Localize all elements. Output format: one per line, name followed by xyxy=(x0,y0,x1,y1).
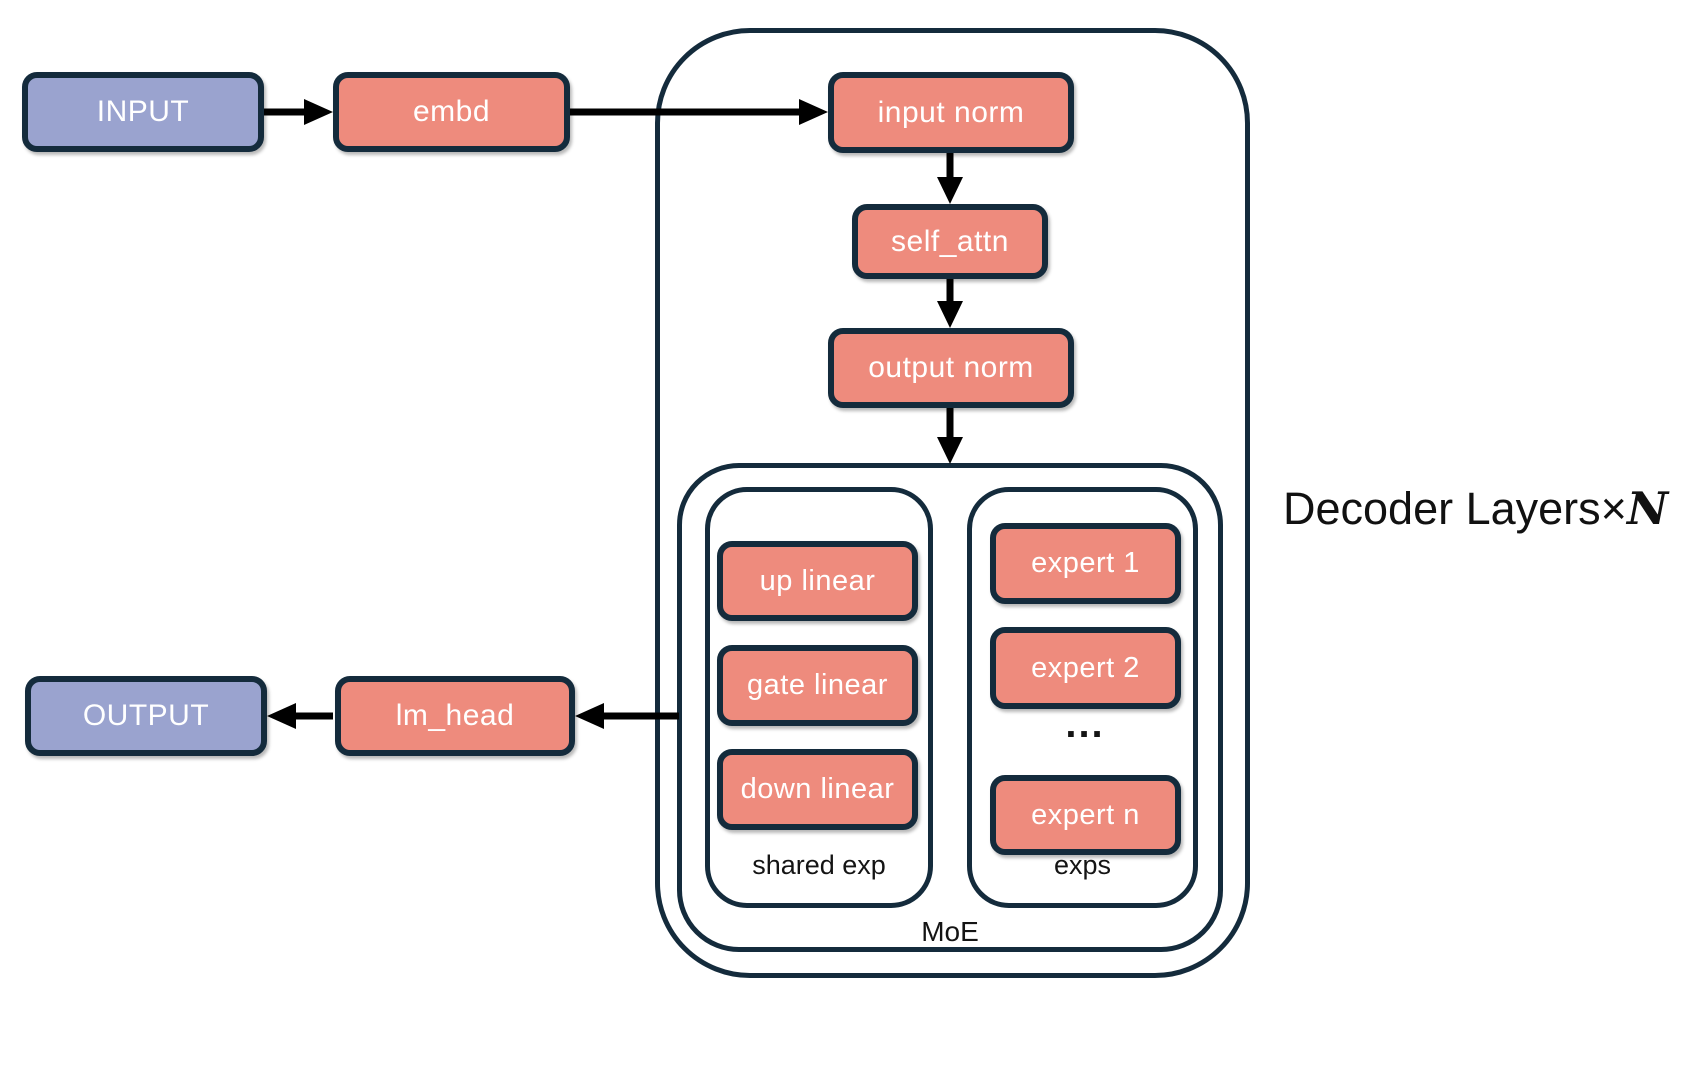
shared-expert-container xyxy=(705,487,933,908)
node-expert-2: expert 2 xyxy=(990,627,1181,709)
arrow-lm-head-to-output xyxy=(267,703,333,729)
node-self-attn: self_attn xyxy=(852,204,1048,279)
decoder-layers-n: N xyxy=(1626,482,1669,535)
experts-container xyxy=(967,487,1198,908)
arrow-input-norm-to-self-attn xyxy=(937,152,963,204)
arrow-embd-to-input-norm xyxy=(570,99,828,125)
experts-ellipsis: ... xyxy=(1065,702,1105,746)
node-gate-linear: gate linear xyxy=(717,645,918,726)
node-embd: embd xyxy=(333,72,570,152)
arrow-self-attn-to-output-norm xyxy=(937,278,963,328)
experts-label: exps xyxy=(1053,850,1112,880)
decoder-layers-label: Decoder Layers×N xyxy=(1283,482,1668,535)
node-input-norm: input norm xyxy=(828,72,1074,153)
decoder-layers-label-text: Decoder Layers× xyxy=(1283,483,1627,534)
node-input: INPUT xyxy=(22,72,264,152)
arrow-input-to-embd xyxy=(264,99,333,125)
node-down-linear: down linear xyxy=(717,749,918,830)
node-output: OUTPUT xyxy=(25,676,267,756)
node-output-norm: output norm xyxy=(828,328,1074,408)
arrow-moe-to-lm-head xyxy=(575,703,679,729)
moe-container xyxy=(677,463,1223,952)
shared-expert-label: shared exp xyxy=(752,850,886,880)
arrow-output-norm-to-moe xyxy=(937,407,963,464)
moe-label: MoE xyxy=(921,916,979,947)
node-expert-n: expert n xyxy=(990,775,1181,855)
node-lm-head: lm_head xyxy=(335,676,575,756)
node-up-linear: up linear xyxy=(717,541,918,621)
node-expert-1: expert 1 xyxy=(990,523,1181,604)
